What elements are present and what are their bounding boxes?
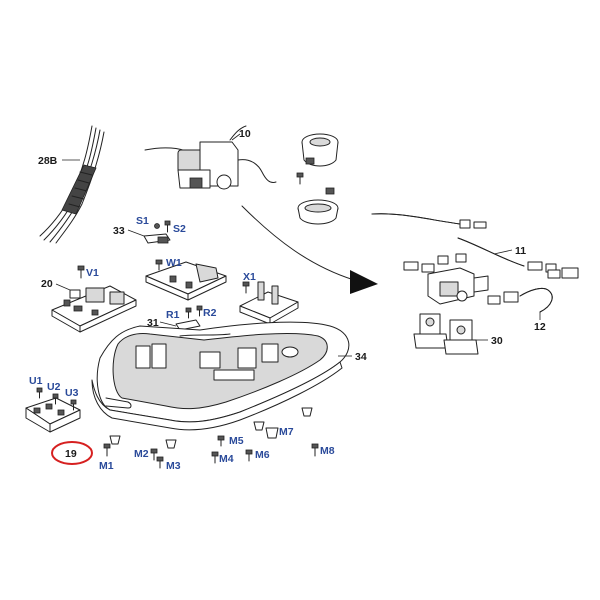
label-r2: R2 — [203, 307, 217, 319]
bracket-30-right[interactable] — [443, 319, 479, 355]
base-housing-34[interactable] — [91, 321, 350, 431]
screw-r2[interactable] — [196, 305, 203, 317]
label-m4: M4 — [219, 453, 234, 465]
screw-u1[interactable] — [36, 387, 43, 399]
hose-top[interactable] — [371, 213, 487, 229]
screw-m2[interactable] — [150, 448, 158, 461]
label-33: 33 — [113, 225, 125, 237]
label-v1: V1 — [86, 267, 99, 279]
label-m2: M2 — [134, 448, 149, 460]
screw-m4[interactable] — [211, 451, 219, 464]
hose-12[interactable] — [487, 287, 553, 313]
screw-w1[interactable] — [155, 259, 163, 271]
bracket-30-left[interactable] — [413, 313, 449, 349]
screw-m8[interactable] — [311, 443, 319, 457]
label-u2: U2 — [47, 381, 61, 393]
screw-m5[interactable] — [217, 435, 225, 447]
screw-v1[interactable] — [77, 265, 85, 279]
valve-assembly[interactable] — [403, 253, 489, 305]
connector-block-19[interactable] — [25, 397, 81, 433]
label-19: 19 — [65, 448, 77, 460]
label-s1: S1 — [136, 215, 149, 227]
foot-near-m7[interactable] — [265, 427, 279, 439]
boiler-cup[interactable] — [301, 133, 339, 167]
screw-m6[interactable] — [245, 449, 253, 462]
screw-u3[interactable] — [70, 399, 77, 411]
label-w1: W1 — [166, 257, 182, 269]
screw-u2[interactable] — [52, 393, 59, 405]
switch-33[interactable] — [143, 233, 171, 244]
label-34: 34 — [355, 351, 367, 363]
label-m6: M6 — [255, 449, 270, 461]
pump-10[interactable] — [144, 125, 277, 190]
label-x1: X1 — [243, 271, 256, 283]
screw-pump[interactable] — [296, 172, 304, 185]
label-11: 11 — [515, 245, 526, 257]
cover-w1[interactable] — [145, 261, 227, 301]
screw-r1[interactable] — [185, 307, 192, 319]
screw-m3[interactable] — [156, 456, 164, 469]
label-m8: M8 — [320, 445, 335, 457]
label-10: 10 — [239, 128, 251, 140]
screw-m1[interactable] — [103, 443, 111, 457]
clip-31[interactable] — [175, 319, 201, 331]
highlight-circle — [51, 441, 93, 465]
label-m5: M5 — [229, 435, 244, 447]
hose-11[interactable] — [457, 237, 557, 273]
screw-s2[interactable] — [164, 220, 171, 233]
boiler-ring[interactable] — [297, 187, 339, 225]
label-m1: M1 — [99, 460, 114, 472]
label-m7: M7 — [279, 426, 294, 438]
foot-near-m1[interactable] — [109, 435, 121, 445]
label-m3: M3 — [166, 460, 181, 472]
wire-harness-28b[interactable] — [39, 125, 105, 244]
foot-near-m8[interactable] — [301, 407, 313, 417]
fitting-right[interactable] — [547, 267, 579, 279]
screw-x1[interactable] — [242, 281, 250, 294]
foot-near-m2[interactable] — [165, 439, 177, 449]
label-s2: S2 — [173, 223, 186, 235]
tray-x1[interactable] — [239, 281, 299, 325]
label-30: 30 — [491, 335, 503, 347]
label-u1: U1 — [29, 375, 43, 387]
label-28b: 28B — [38, 155, 58, 167]
label-20: 20 — [41, 278, 53, 290]
label-12: 12 — [534, 321, 546, 333]
label-31: 31 — [147, 317, 159, 329]
label-r1: R1 — [166, 309, 180, 321]
label-u3: U3 — [65, 387, 79, 399]
direction-arrow — [241, 205, 378, 294]
screw-s1[interactable] — [154, 223, 160, 229]
pcb-20[interactable] — [51, 285, 137, 333]
foot-near-m6[interactable] — [253, 421, 265, 431]
